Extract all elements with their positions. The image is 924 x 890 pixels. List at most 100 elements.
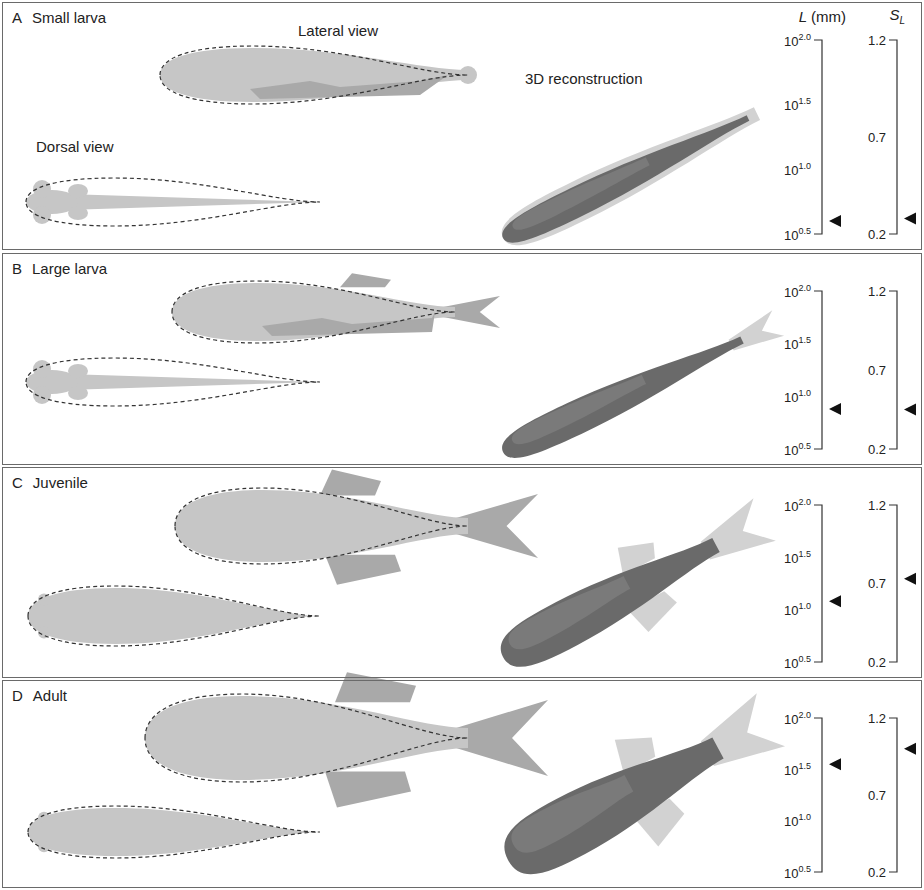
caudal-fin bbox=[456, 700, 548, 776]
tick-label-text: 1.2 bbox=[868, 498, 886, 513]
tick-label-text: 10 bbox=[784, 163, 798, 178]
outline-dashed bbox=[26, 358, 320, 406]
tick-label-text: 10 bbox=[784, 814, 798, 829]
shading bbox=[509, 154, 651, 235]
panel-letter: B bbox=[12, 260, 22, 277]
tick-label-text: 0.5 bbox=[798, 226, 811, 236]
value-marker bbox=[904, 212, 916, 224]
axis-title-text: L bbox=[799, 8, 807, 25]
pectoral-fin bbox=[68, 184, 88, 198]
view-label: 3D reconstruction bbox=[525, 70, 643, 87]
tick-label-text: 0.7 bbox=[868, 363, 886, 378]
value-marker bbox=[904, 404, 916, 416]
tick-label-text: 10 bbox=[784, 34, 798, 49]
tick-label-text: 10 bbox=[784, 285, 798, 300]
panel-letter: A bbox=[12, 9, 22, 26]
tick-label-text: 0.7 bbox=[868, 576, 886, 591]
panel-name: Small larva bbox=[32, 9, 106, 26]
panel-letter: D bbox=[12, 687, 23, 704]
tick-label: 1.2 bbox=[868, 34, 886, 47]
fish-body bbox=[492, 524, 727, 678]
tick-label-text: 1.5 bbox=[798, 335, 811, 345]
axis-title-text: S bbox=[889, 6, 899, 23]
tick-label: 101.0 bbox=[784, 162, 811, 177]
tick-label-text: 0.5 bbox=[798, 654, 811, 664]
tick-label-text: 0.7 bbox=[868, 788, 886, 803]
3d-reconstruction bbox=[483, 481, 786, 697]
outline-dashed bbox=[160, 46, 468, 104]
fish-body bbox=[66, 374, 320, 390]
tick-label-text: 10 bbox=[784, 712, 798, 727]
fish-body bbox=[493, 721, 732, 888]
tick-label-text: 1.0 bbox=[798, 601, 811, 611]
tick-label-text: 1.2 bbox=[868, 33, 886, 48]
caudal-fin bbox=[456, 494, 538, 558]
value-marker bbox=[904, 743, 916, 755]
panel-letter: C bbox=[12, 474, 23, 491]
axis-title: L(mm) bbox=[799, 9, 846, 24]
fish-body bbox=[175, 490, 468, 562]
caudal-fin bbox=[725, 310, 784, 357]
tick-label-text: 10 bbox=[784, 499, 798, 514]
dorsal-fin bbox=[335, 672, 416, 702]
anal-fin bbox=[325, 772, 411, 808]
tick-label: 101.0 bbox=[784, 389, 811, 404]
value-marker bbox=[829, 215, 841, 227]
fish-body bbox=[496, 105, 754, 252]
pectoral-fin bbox=[68, 386, 88, 400]
shading bbox=[508, 371, 647, 450]
panel-title: DAdult bbox=[12, 687, 67, 704]
outline-dashed bbox=[28, 806, 320, 858]
fish-body bbox=[28, 808, 320, 856]
tick-label: 101.0 bbox=[784, 813, 811, 828]
panel-name: Juvenile bbox=[33, 474, 88, 491]
axis-bracket bbox=[889, 291, 897, 449]
tick-label: 1.2 bbox=[868, 285, 886, 298]
axis-bracket bbox=[889, 505, 897, 662]
3d-reconstruction bbox=[494, 96, 766, 256]
outline-dashed bbox=[172, 281, 455, 343]
fin-fold bbox=[494, 96, 766, 256]
fish-body bbox=[160, 48, 468, 102]
panel-frame: DAdult bbox=[2, 680, 922, 888]
tick-label-text: 10 bbox=[784, 390, 798, 405]
fish-body bbox=[145, 696, 468, 780]
axis-title-text: (mm) bbox=[811, 8, 846, 25]
fish-body bbox=[66, 194, 320, 210]
tick-label-text: 1.0 bbox=[798, 812, 811, 822]
tick-label: 0.2 bbox=[868, 656, 886, 669]
tick-label-text: 10 bbox=[784, 866, 798, 881]
tick-label-text: 2.0 bbox=[798, 497, 811, 507]
view-label: Lateral view bbox=[298, 22, 378, 39]
tick-label-text: 1.2 bbox=[868, 284, 886, 299]
value-marker bbox=[829, 595, 841, 607]
panel-name: Large larva bbox=[32, 260, 107, 277]
tick-label: 100.5 bbox=[784, 655, 811, 670]
tick-label: 101.0 bbox=[784, 602, 811, 617]
tick-label-text: 10 bbox=[784, 443, 798, 458]
tick-label-text: 10 bbox=[784, 603, 798, 618]
tail-bud bbox=[459, 66, 477, 84]
panel-frame: C Juvenile bbox=[2, 467, 922, 678]
tick-label: 0.7 bbox=[868, 577, 886, 590]
dorsal-fin bbox=[320, 469, 381, 495]
panel-title: B Large larva bbox=[12, 260, 107, 277]
panel-frame: A Small larva bbox=[2, 2, 922, 250]
axis-bracket bbox=[814, 505, 822, 662]
value-marker bbox=[904, 573, 916, 585]
fish-body bbox=[28, 588, 320, 644]
tick-label: 0.7 bbox=[868, 131, 886, 144]
fish-body bbox=[172, 283, 455, 341]
axis-title-text: L bbox=[899, 15, 905, 26]
value-marker bbox=[829, 758, 841, 770]
tick-label-text: 0.2 bbox=[868, 655, 886, 670]
axis-bracket bbox=[814, 291, 822, 449]
axis-bracket bbox=[889, 40, 897, 234]
tick-label: 100.5 bbox=[784, 442, 811, 457]
tick-label-text: 0.2 bbox=[868, 227, 886, 242]
shading bbox=[504, 571, 633, 656]
shading bbox=[505, 768, 637, 860]
tick-label: 0.7 bbox=[868, 364, 886, 377]
tick-label-text: 0.2 bbox=[868, 442, 886, 457]
fish-body bbox=[496, 325, 749, 468]
